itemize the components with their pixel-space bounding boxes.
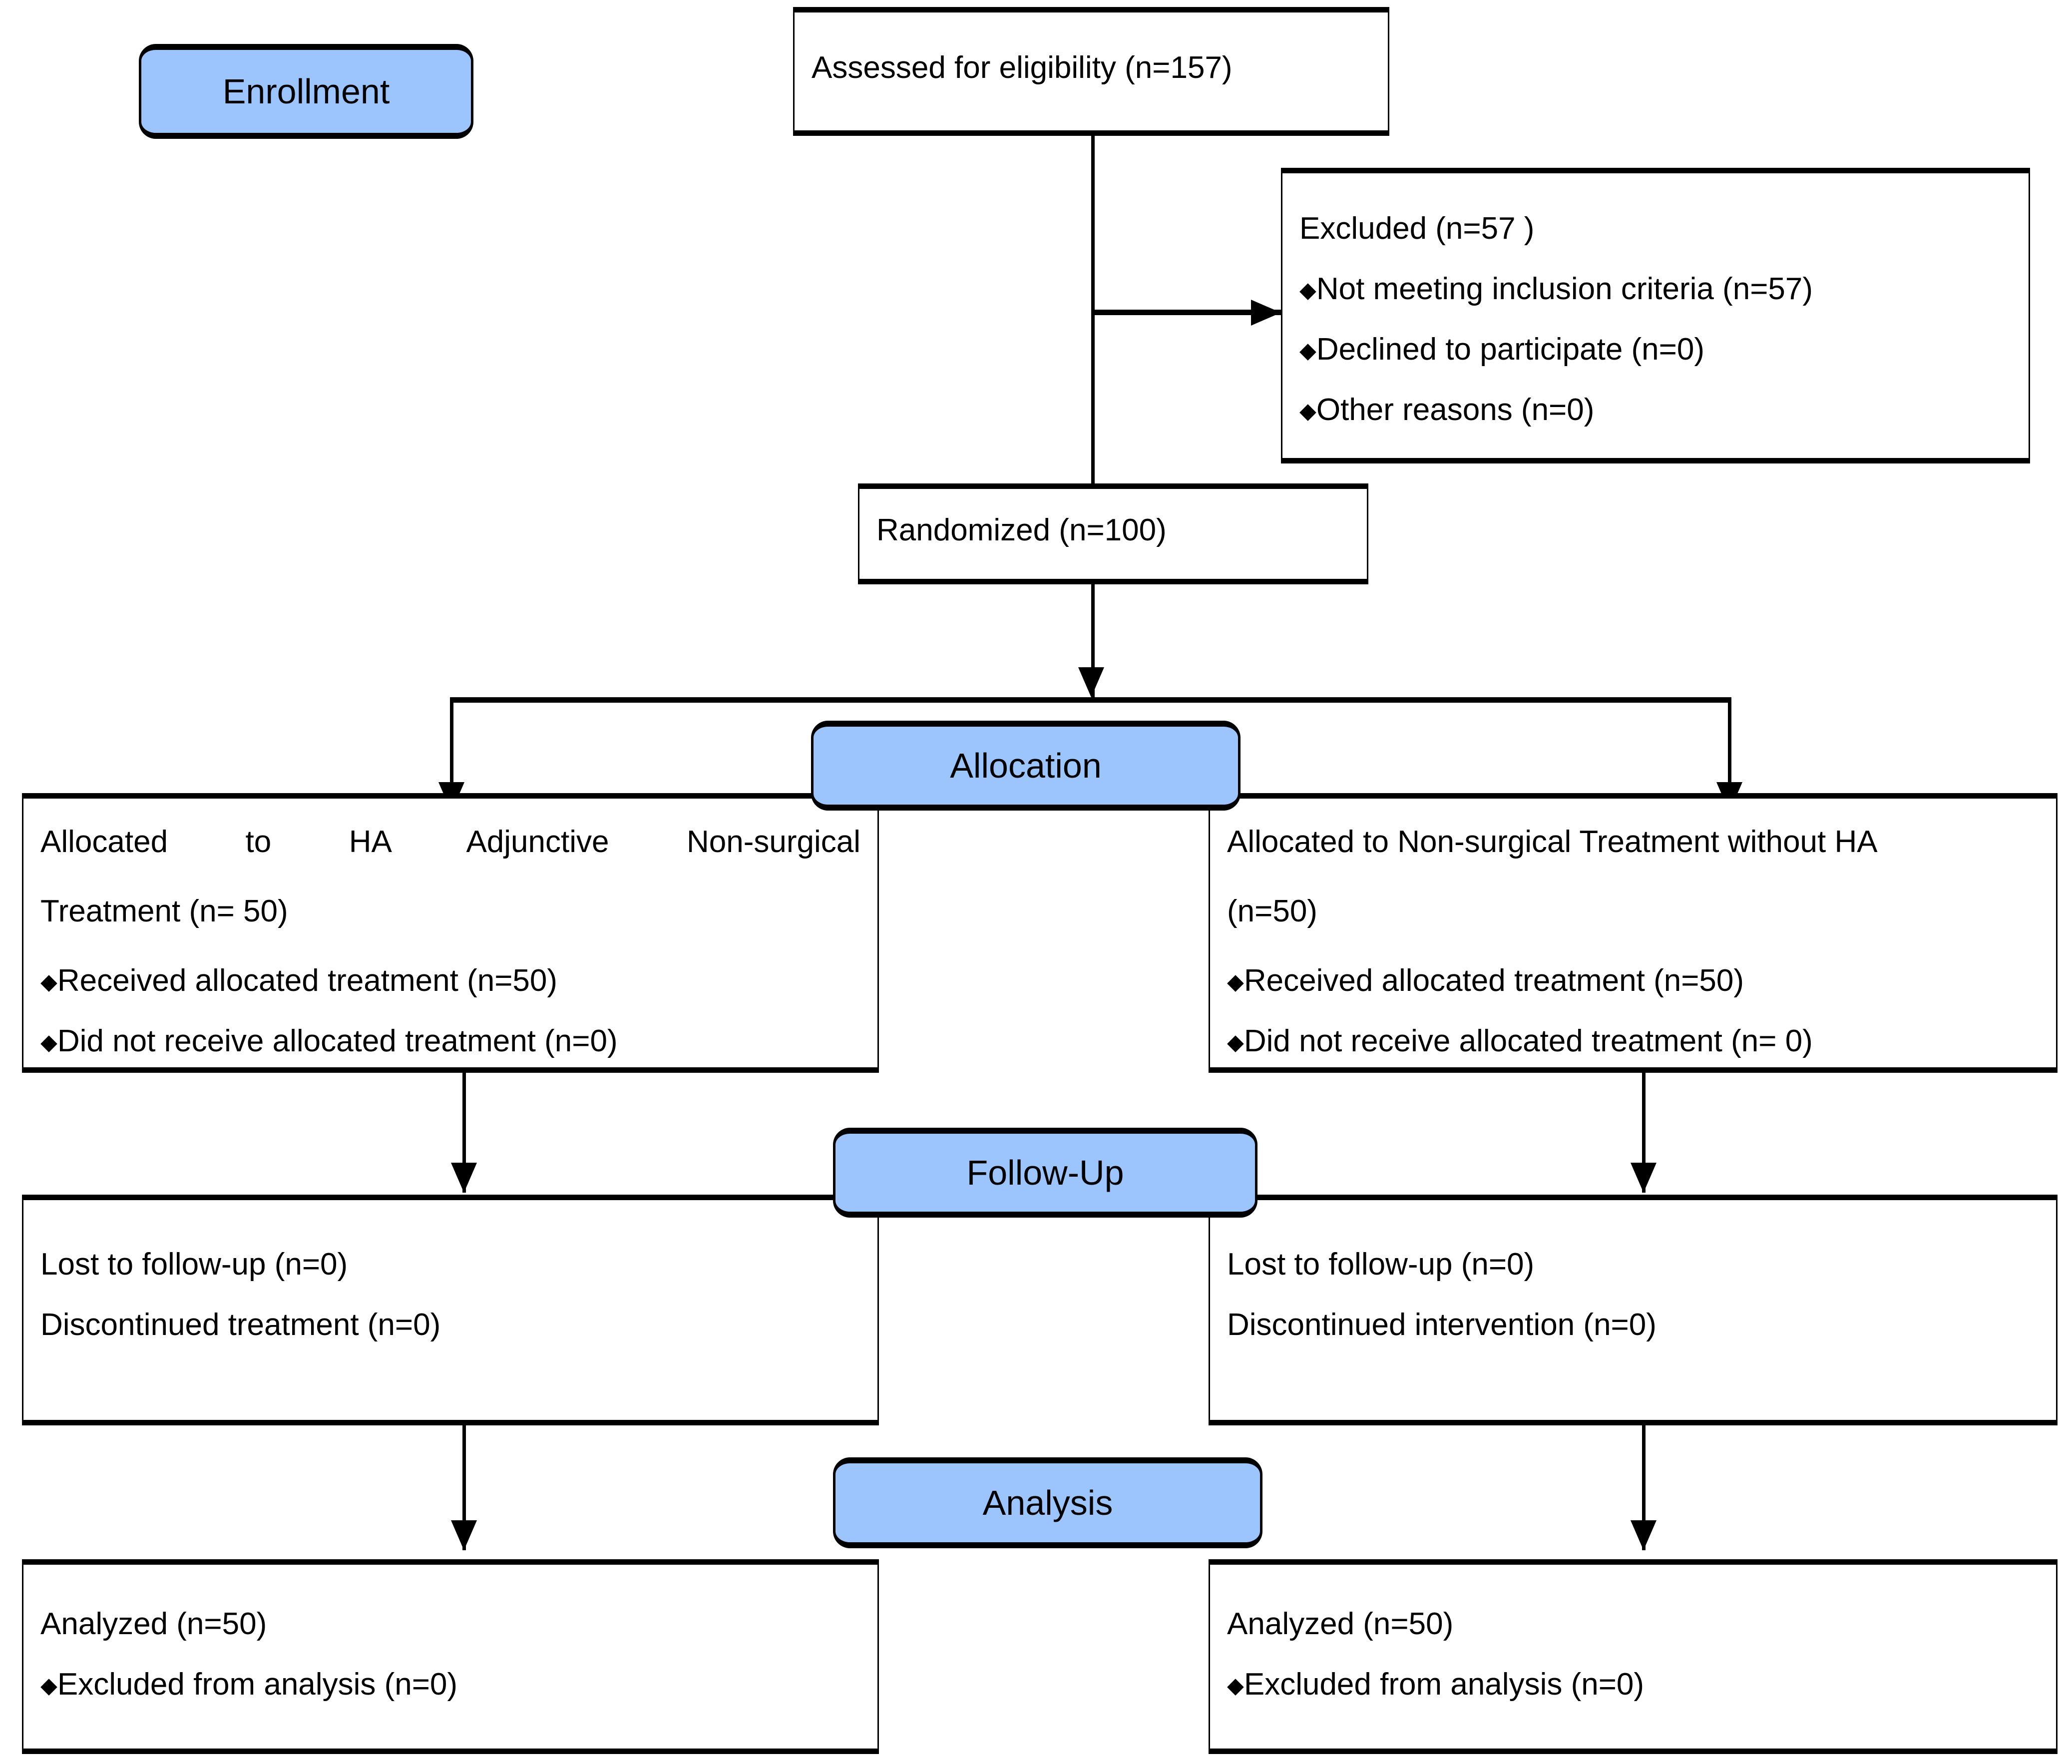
analysis-left-item: ◆Excluded from analysis (n=0) xyxy=(40,1667,458,1702)
box-analysis-right: Analyzed (n=50) ◆Excluded from analysis … xyxy=(1209,1559,2058,1754)
stage-badge-enrollment-label: Enrollment xyxy=(222,72,390,111)
bullet-diamond-icon: ◆ xyxy=(40,1030,57,1055)
box-randomized: Randomized (n=100) xyxy=(858,483,1368,584)
analysis-right-title: Analyzed (n=50) xyxy=(1227,1607,1454,1641)
connector-split-left-down xyxy=(450,697,453,812)
bullet-diamond-icon: ◆ xyxy=(40,1673,57,1698)
arrow-down-left-analysis xyxy=(451,1520,477,1550)
bullet-diamond-icon: ◆ xyxy=(1227,969,1244,994)
stage-badge-analysis: Analysis xyxy=(833,1457,1262,1548)
excluded-reason-item: ◆Other reasons (n=0) xyxy=(1299,393,1595,428)
followup-right-line: Lost to follow-up (n=0) xyxy=(1227,1247,1535,1282)
box-assessed-for-eligibility: Assessed for eligibility (n=157) xyxy=(793,7,1389,136)
allocation-right-item: ◆Received allocated treatment (n=50) xyxy=(1227,963,1744,998)
assessed-text: Assessed for eligibility (n=157) xyxy=(812,50,1233,85)
allocation-right-title-line1: Allocated to Non-surgical Treatment with… xyxy=(1227,825,1878,859)
arrow-right-to-excluded xyxy=(1251,300,1281,326)
stage-badge-followup: Follow-Up xyxy=(833,1128,1257,1218)
stage-badge-enrollment: Enrollment xyxy=(139,44,473,139)
excluded-title: Excluded (n=57 ) xyxy=(1299,211,1535,246)
allocation-left-item: ◆Did not receive allocated treatment (n=… xyxy=(40,1024,618,1059)
excluded-reason-item: ◆Declined to participate (n=0) xyxy=(1299,332,1704,367)
allocation-left-title-line2: Treatment (n= 50) xyxy=(40,894,288,929)
box-followup-left: Lost to follow-up (n=0) Discontinued tre… xyxy=(22,1195,879,1425)
connector-split-bar xyxy=(450,697,1731,703)
bullet-diamond-icon: ◆ xyxy=(40,969,57,994)
allocation-right-title-line2: (n=50) xyxy=(1227,894,1317,929)
bullet-diamond-icon: ◆ xyxy=(1299,399,1316,424)
stage-badge-followup-label: Follow-Up xyxy=(966,1153,1124,1192)
followup-right-line: Discontinued intervention (n=0) xyxy=(1227,1308,1657,1342)
bullet-diamond-icon: ◆ xyxy=(1299,338,1316,363)
connector-split-right-down xyxy=(1728,697,1731,812)
box-analysis-left: Analyzed (n=50) ◆Excluded from analysis … xyxy=(22,1559,879,1754)
bullet-diamond-icon: ◆ xyxy=(1227,1673,1244,1698)
box-followup-right: Lost to follow-up (n=0) Discontinued int… xyxy=(1209,1195,2058,1425)
stage-badge-allocation: Allocation xyxy=(811,721,1241,811)
allocation-right-item: ◆Did not receive allocated treatment (n=… xyxy=(1227,1024,1813,1059)
analysis-left-title: Analyzed (n=50) xyxy=(40,1607,267,1641)
bullet-diamond-icon: ◆ xyxy=(1299,278,1316,303)
allocation-left-item: ◆Received allocated treatment (n=50) xyxy=(40,963,558,998)
allocation-left-title-line1: Allocated to HA Adjunctive Non-surgical xyxy=(40,825,860,859)
bullet-diamond-icon: ◆ xyxy=(1227,1030,1244,1055)
followup-left-line: Discontinued treatment (n=0) xyxy=(40,1308,441,1342)
arrow-down-randomized xyxy=(1078,667,1104,697)
arrow-down-right-followup xyxy=(1631,1163,1657,1193)
arrow-down-left-followup xyxy=(451,1163,477,1193)
connector-right-alloc-to-followup xyxy=(1642,1073,1646,1193)
connector-right-followup-to-analysis xyxy=(1642,1425,1646,1550)
excluded-reason-item: ◆Not meeting inclusion criteria (n=57) xyxy=(1299,272,1813,307)
stage-badge-allocation-label: Allocation xyxy=(950,746,1102,785)
stage-badge-analysis-label: Analysis xyxy=(982,1483,1113,1522)
connector-left-followup-to-analysis xyxy=(462,1425,466,1550)
box-excluded: Excluded (n=57 ) ◆Not meeting inclusion … xyxy=(1281,168,2030,463)
box-allocation-left: Allocated to HA Adjunctive Non-surgical … xyxy=(22,793,879,1073)
analysis-right-item: ◆Excluded from analysis (n=0) xyxy=(1227,1667,1645,1702)
followup-left-line: Lost to follow-up (n=0) xyxy=(40,1247,348,1282)
connector-assessed-to-excluded xyxy=(1091,310,1281,315)
box-allocation-right: Allocated to Non-surgical Treatment with… xyxy=(1209,793,2058,1073)
connector-randomized-down xyxy=(1091,584,1095,697)
arrow-down-right-analysis xyxy=(1631,1520,1657,1550)
connector-left-alloc-to-followup xyxy=(462,1073,466,1193)
randomized-text: Randomized (n=100) xyxy=(876,513,1167,547)
